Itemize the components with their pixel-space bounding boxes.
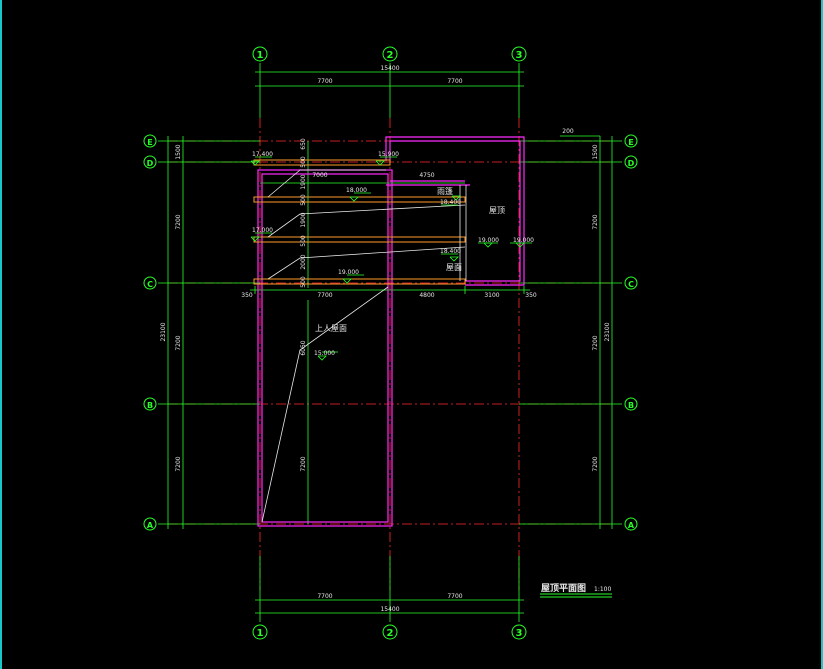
axis-lines [168, 118, 612, 590]
dim-bottom-span-b: 7700 [447, 593, 462, 600]
drawing-title-block: 屋顶平面图 1:100 [541, 583, 611, 594]
grid-label-row-d: D [147, 159, 154, 168]
dim-row-c-b-right: 7200 [592, 335, 599, 350]
vertical-dimension-texts: 1500 7200 7200 7200 23100 1500 7200 7200… [160, 138, 611, 472]
dim-c-row-left: 350 [241, 292, 253, 299]
dim-v1: 650 [300, 138, 307, 150]
grid-bubbles [143, 46, 638, 640]
dim-bottom-total: 15400 [380, 606, 399, 613]
dim-c-row-b: 4800 [419, 292, 434, 299]
dim-row-d-c: 7200 [175, 214, 182, 229]
dim-upper-a: 7000 [312, 172, 327, 179]
grid-label-col-1: 1 [257, 50, 264, 61]
dim-top-span-b: 7700 [447, 78, 462, 85]
level-marks [250, 156, 532, 361]
grid-label-col-3: 3 [516, 50, 523, 61]
window-left-edge [0, 0, 2, 669]
dim-lower-v2: 7200 [300, 456, 307, 471]
level-text: 18.000 [346, 187, 367, 194]
level-texts: 17.400 15.900 18.000 18.400 17.000 19.00… [252, 151, 534, 357]
grid-label-row-b-right: B [628, 401, 634, 410]
grid-label-row-b: B [147, 401, 153, 410]
drawing-scale: 1:100 [594, 586, 611, 593]
dimension-texts: 7700 7700 15400 7700 7700 15400 200 350 … [241, 65, 574, 613]
dim-row-e-d: 1500 [175, 144, 182, 159]
dim-c-row-right: 350 [525, 292, 537, 299]
dim-row-b-a: 7200 [175, 456, 182, 471]
dim-lower-v: 6050 [300, 340, 307, 355]
grid-label-row-c: C [147, 280, 153, 289]
dim-bottom-span-a: 7700 [317, 593, 332, 600]
title-underline [540, 593, 612, 598]
drawing-title: 屋顶平面图 [541, 583, 586, 594]
label-slope: 屋面 [446, 263, 462, 272]
dim-row-c-b: 7200 [175, 335, 182, 350]
dim-v8: 500 [300, 276, 307, 288]
label-roof: 屋顶 [489, 206, 505, 215]
dim-row-d-c-right: 7200 [592, 214, 599, 229]
dim-rows-total: 23100 [160, 322, 167, 341]
dim-row-e-d-right: 1500 [592, 144, 599, 159]
dim-v7: 2000 [300, 254, 307, 269]
grid-label-row-a: A [147, 521, 154, 530]
level-text: 19.000 [513, 237, 534, 244]
label-stair-top: 雨篷 [437, 186, 453, 196]
grid-label-row-e-right: E [628, 138, 633, 147]
level-text: 18.400 [440, 199, 461, 206]
dimension-lines [158, 63, 622, 622]
grid-bubble-labels: 1 2 3 1 2 3 E D C B A E D C B A [147, 50, 635, 639]
dim-v2: 500 [300, 156, 307, 168]
dim-v5: 1900 [300, 212, 307, 227]
dim-top-span-a: 7700 [317, 78, 332, 85]
dim-c-row-c: 3100 [484, 292, 499, 299]
level-text: 18.400 [440, 248, 461, 255]
dim-rows-total-right: 23100 [604, 322, 611, 341]
level-text: 19.000 [338, 269, 359, 276]
grid-label-col-2: 2 [387, 50, 394, 61]
area-labels: 雨篷 屋顶 屋面 上人屋面 [315, 186, 505, 333]
dim-v4: 500 [300, 194, 307, 206]
level-text: 19.000 [478, 237, 499, 244]
level-text: 17.400 [252, 151, 273, 158]
dim-top-right-small: 200 [562, 128, 574, 135]
grid-label-col-3-bottom: 3 [516, 628, 523, 639]
dim-v3: 1900 [300, 174, 307, 189]
slope-lines [261, 169, 467, 523]
dim-row-b-a-right: 7200 [592, 456, 599, 471]
level-text: 15.900 [378, 151, 399, 158]
window-right-edge [821, 0, 823, 669]
parapet-walls [257, 136, 525, 527]
dim-top-total: 15400 [380, 65, 399, 72]
label-accessible-roof: 上人屋面 [315, 324, 347, 333]
grid-label-col-2-bottom: 2 [387, 628, 394, 639]
grid-label-row-a-right: A [628, 521, 635, 530]
level-text: 15.000 [314, 350, 335, 357]
level-text: 17.000 [252, 227, 273, 234]
grid-label-row-c-right: C [628, 280, 634, 289]
dim-upper-b: 4750 [419, 172, 434, 179]
grid-label-row-d-right: D [628, 159, 635, 168]
grid-label-col-1-bottom: 1 [257, 628, 264, 639]
dim-v6: 500 [300, 235, 307, 247]
dim-c-row-a: 7700 [317, 292, 332, 299]
grid-label-row-e: E [147, 138, 152, 147]
